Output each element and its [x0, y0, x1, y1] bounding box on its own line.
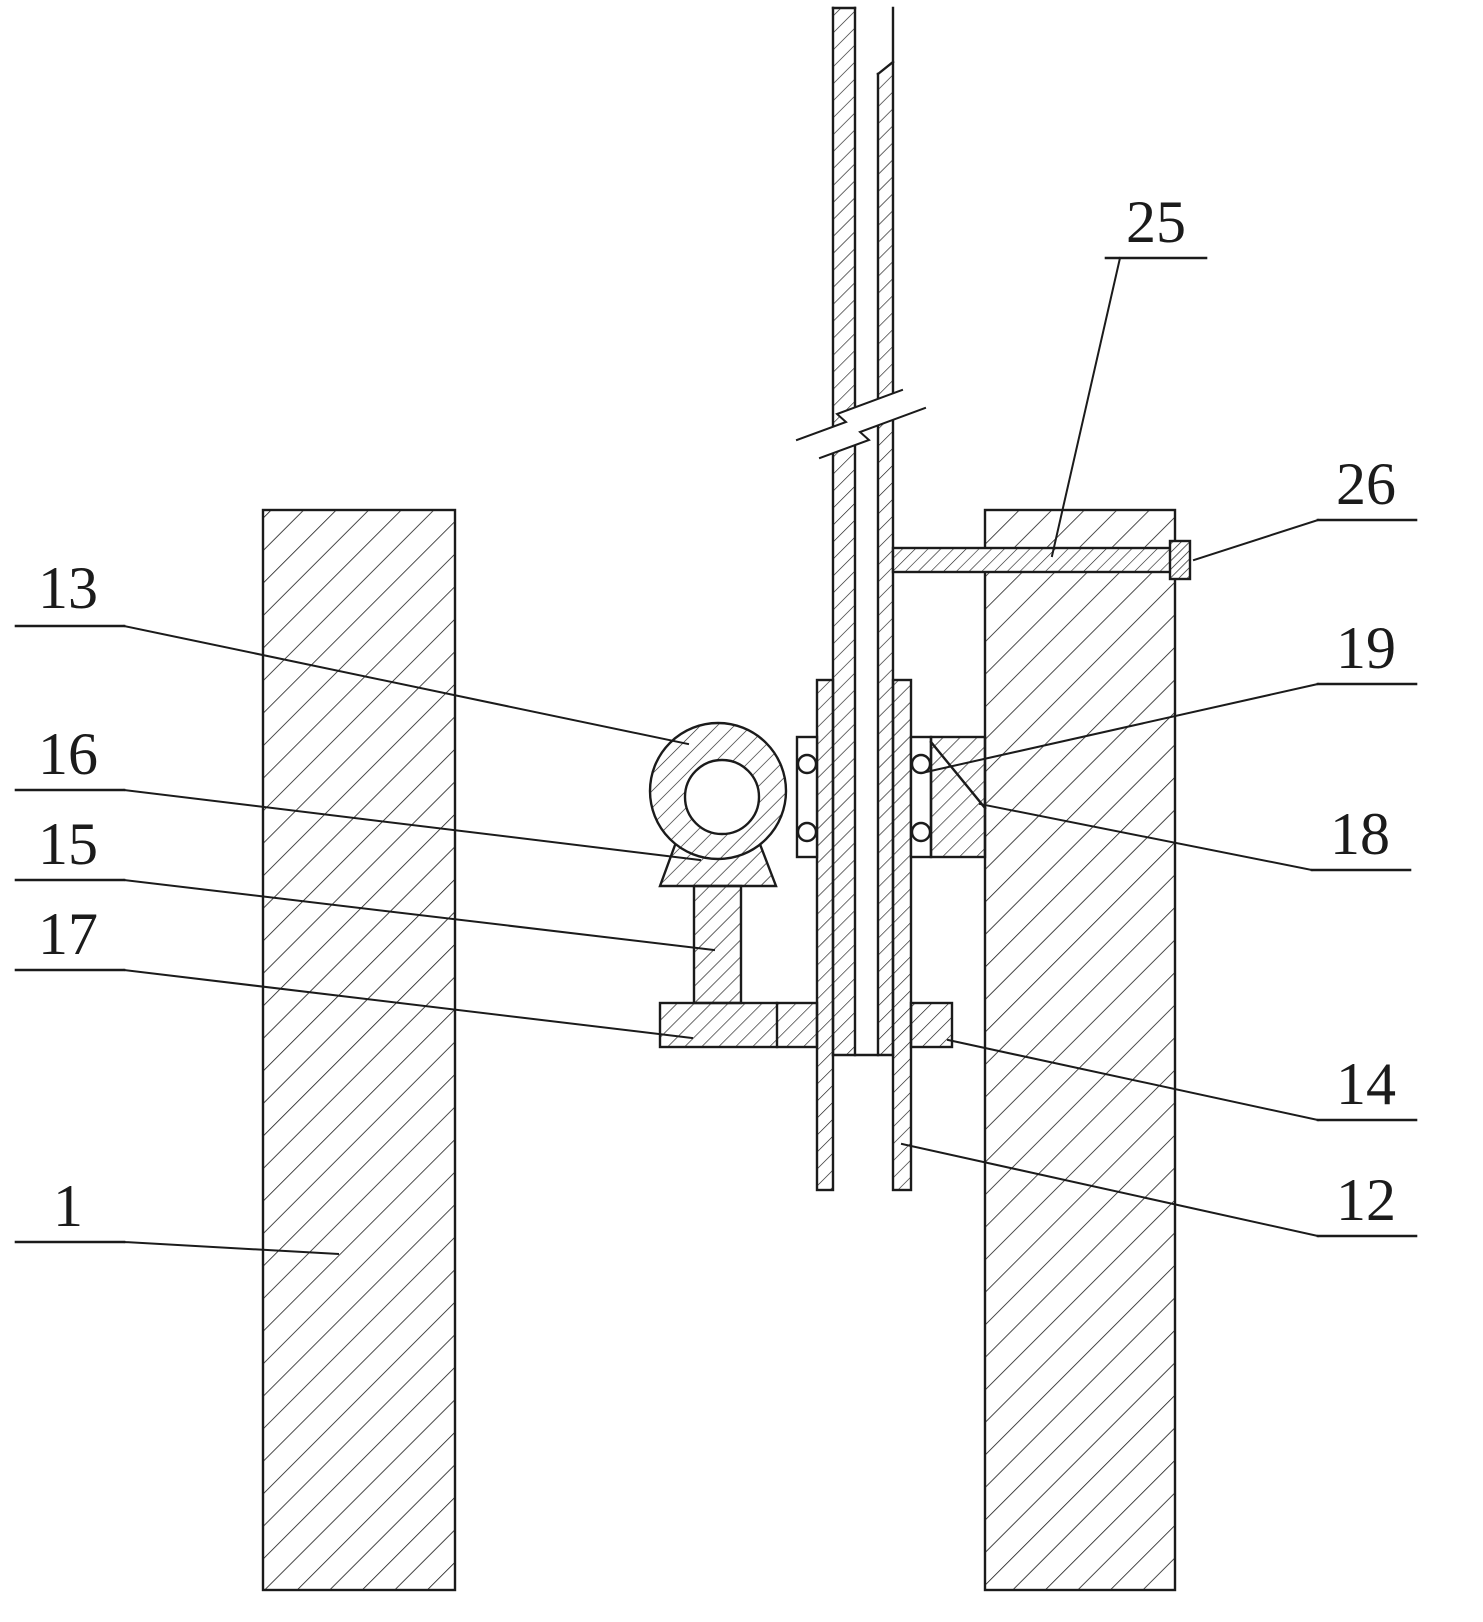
- label-16: 16: [38, 721, 98, 787]
- label-15: 15: [38, 811, 98, 877]
- callout-13: [14, 624, 690, 746]
- label-17: 17: [38, 901, 98, 967]
- leader-line: [1050, 256, 1122, 558]
- label-26: 26: [1336, 451, 1396, 517]
- leader-line: [122, 624, 690, 746]
- leader-line: [122, 1240, 340, 1256]
- base-plate-right: [909, 1001, 954, 1049]
- callout-19: [924, 682, 1418, 774]
- leader-line: [978, 802, 1314, 872]
- container-wall-left: [261, 508, 457, 1592]
- leader-line: [122, 788, 702, 862]
- leader-line: [122, 878, 716, 952]
- container-wall-right: [983, 508, 1177, 1592]
- clamp-block-right: [929, 735, 987, 859]
- label-14: 14: [1336, 1051, 1396, 1117]
- base-plate-left: [658, 1001, 819, 1049]
- label-19: 19: [1336, 615, 1396, 681]
- rod-inner-notch: [876, 60, 895, 76]
- bolt-bracket-left: [795, 735, 819, 859]
- callout-12: [900, 1142, 1418, 1238]
- callout-15: [14, 878, 716, 952]
- guide-plate-left: [815, 678, 835, 1192]
- callout-16: [14, 788, 702, 862]
- callout-25: [1050, 256, 1208, 558]
- guide-plate-right: [891, 678, 913, 1192]
- label-18: 18: [1330, 801, 1390, 867]
- label-1: 1: [53, 1173, 83, 1239]
- pipe-break-symbol: [795, 388, 927, 460]
- bolt-hole-icon: [910, 753, 932, 775]
- callout-26: [1192, 518, 1418, 562]
- label-25: 25: [1126, 189, 1186, 255]
- support-stem: [692, 884, 743, 1005]
- roller-bore: [683, 758, 761, 836]
- roller-ring: [648, 721, 788, 861]
- label-13: 13: [38, 555, 98, 621]
- leader-line: [924, 682, 1320, 774]
- top-support-bar: [891, 546, 1185, 574]
- bolt-hole-icon: [796, 821, 818, 843]
- bolt-hole-icon: [796, 753, 818, 775]
- callout-17: [14, 968, 694, 1040]
- bolt-bracket-right: [909, 735, 933, 859]
- vertical-rod: [831, 6, 895, 1057]
- leader-line: [122, 968, 694, 1040]
- bar-end-stop: [1168, 539, 1192, 581]
- leader-line: [946, 1038, 1320, 1122]
- callout-1: [14, 1240, 340, 1256]
- callout-18: [978, 802, 1412, 872]
- leader-line: [900, 1142, 1320, 1238]
- label-12: 12: [1336, 1167, 1396, 1233]
- leader-line: [1192, 518, 1320, 562]
- callout-14: [946, 1038, 1418, 1122]
- bolt-hole-icon: [910, 821, 932, 843]
